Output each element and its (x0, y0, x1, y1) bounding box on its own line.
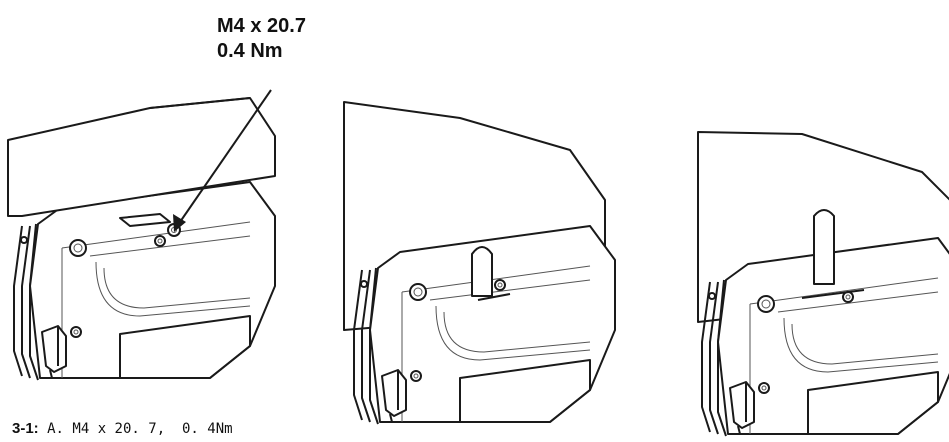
figure-caption: 3-1: A. M4 x 20. 7, 0. 4Nm (12, 420, 233, 437)
caption-label: 3-1: (12, 420, 39, 437)
callout-torque-spec: 0.4 Nm (217, 40, 283, 62)
torque-callout: M4 x 20.7 0.4 Nm (217, 14, 306, 64)
caption-text: A. M4 x 20. 7, 0. 4Nm (38, 421, 233, 437)
callout-screw-spec: M4 x 20.7 (217, 15, 306, 37)
panel-2-illustration (343, 101, 616, 425)
callout-arrow (173, 89, 272, 232)
panel-1-illustration (7, 97, 276, 381)
panel-3-illustration (697, 131, 949, 437)
